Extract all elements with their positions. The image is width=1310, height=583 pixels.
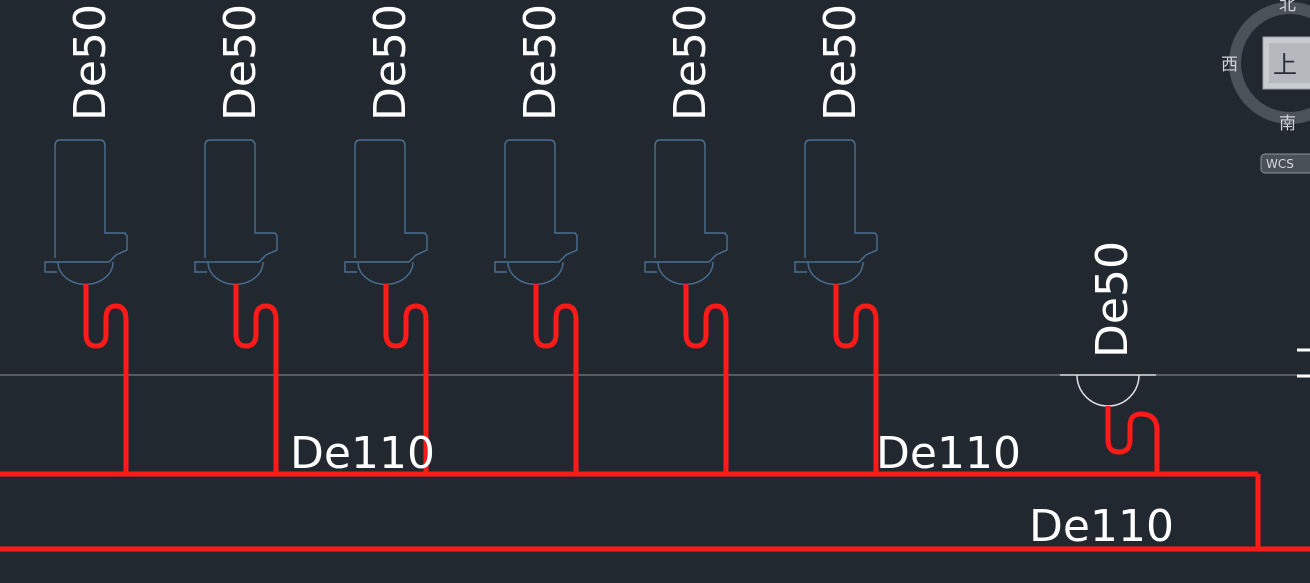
urinal-bowl [357, 261, 414, 286]
ucs-dropdown[interactable] [1260, 153, 1310, 174]
compass-west-label[interactable]: 西 [1221, 55, 1238, 75]
floor-drain-icon [1076, 374, 1140, 407]
fixture-1[interactable]: De50 [44, 4, 129, 474]
urinal-icon [644, 139, 728, 273]
p-trap-icon [233, 284, 279, 474]
main-pipe-label-2: De110 [876, 428, 1021, 479]
urinal-icon [794, 139, 878, 273]
urinal-icon [344, 139, 428, 273]
main-pipe-label-1: De110 [290, 428, 435, 479]
floor-drain-label: De50 [1087, 241, 1138, 358]
p-trap-icon [533, 284, 579, 474]
fixture-3[interactable]: De50 [344, 4, 429, 474]
urinal-bowl [57, 261, 114, 286]
fixture-5[interactable]: De50 [644, 4, 729, 474]
ucs-dropdown-label: WCS [1266, 157, 1294, 171]
fixture-pipe-label: De50 [215, 4, 266, 121]
floor-drain[interactable]: De50 [1060, 241, 1160, 474]
compass-south-label[interactable]: 南 [1279, 114, 1296, 134]
viewcube-face-inner [1269, 43, 1310, 83]
viewcube-face-label: 上 [1273, 51, 1297, 79]
p-trap-icon [683, 284, 729, 474]
fixture-2[interactable]: De50 [194, 4, 279, 474]
fixture-pipe-label: De50 [365, 4, 416, 121]
p-trap-icon [833, 284, 879, 474]
compass-north-label[interactable]: 北 [1279, 0, 1296, 15]
urinal-bowl [207, 261, 264, 286]
urinal-bowl [657, 261, 714, 286]
main-pipe-label-3: De110 [1029, 501, 1174, 552]
p-trap-icon [83, 284, 129, 474]
urinal-icon [44, 139, 128, 273]
urinal-bowl [507, 261, 564, 286]
urinal-icon [194, 139, 278, 273]
fixture-4[interactable]: De50 [494, 4, 579, 474]
viewcube[interactable]: 上 北 西 南 WCS [1221, 0, 1310, 174]
fixture-pipe-label: De50 [815, 4, 866, 121]
fixture-pipe-label: De50 [515, 4, 566, 121]
fixture-pipe-label: De50 [65, 4, 116, 121]
urinal-icon [494, 139, 578, 273]
fixture-6[interactable]: De50 [794, 4, 879, 474]
p-trap-icon [383, 284, 429, 474]
fixture-pipe-label: De50 [665, 4, 716, 121]
urinal-bowl [807, 261, 864, 286]
p-trap-icon [1105, 406, 1160, 474]
viewcube-compass-ring[interactable] [1229, 2, 1310, 124]
